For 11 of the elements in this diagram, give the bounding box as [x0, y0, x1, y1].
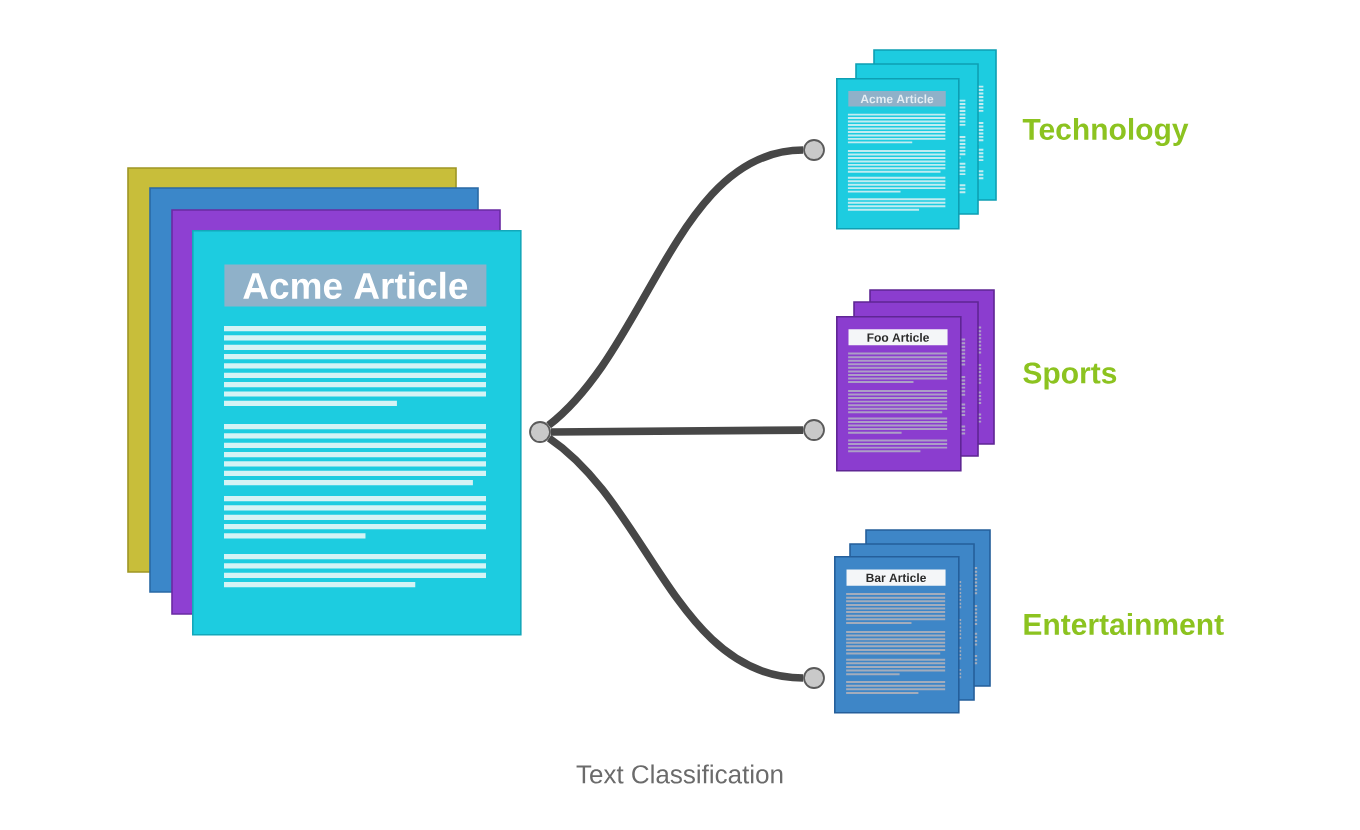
category-label: Sports — [1023, 362, 1117, 390]
title-bar: Acme Article — [224, 264, 487, 307]
connector-line — [550, 426, 804, 436]
curved-connector — [546, 146, 804, 429]
connector-dot — [803, 667, 825, 689]
connector-dot — [529, 421, 551, 443]
connector-dot — [803, 419, 825, 441]
caption: Text Classification — [576, 764, 783, 784]
category-label: Entertainment — [1024, 613, 1224, 635]
category-label: Technology — [1022, 117, 1189, 147]
connector-dot — [803, 139, 825, 161]
